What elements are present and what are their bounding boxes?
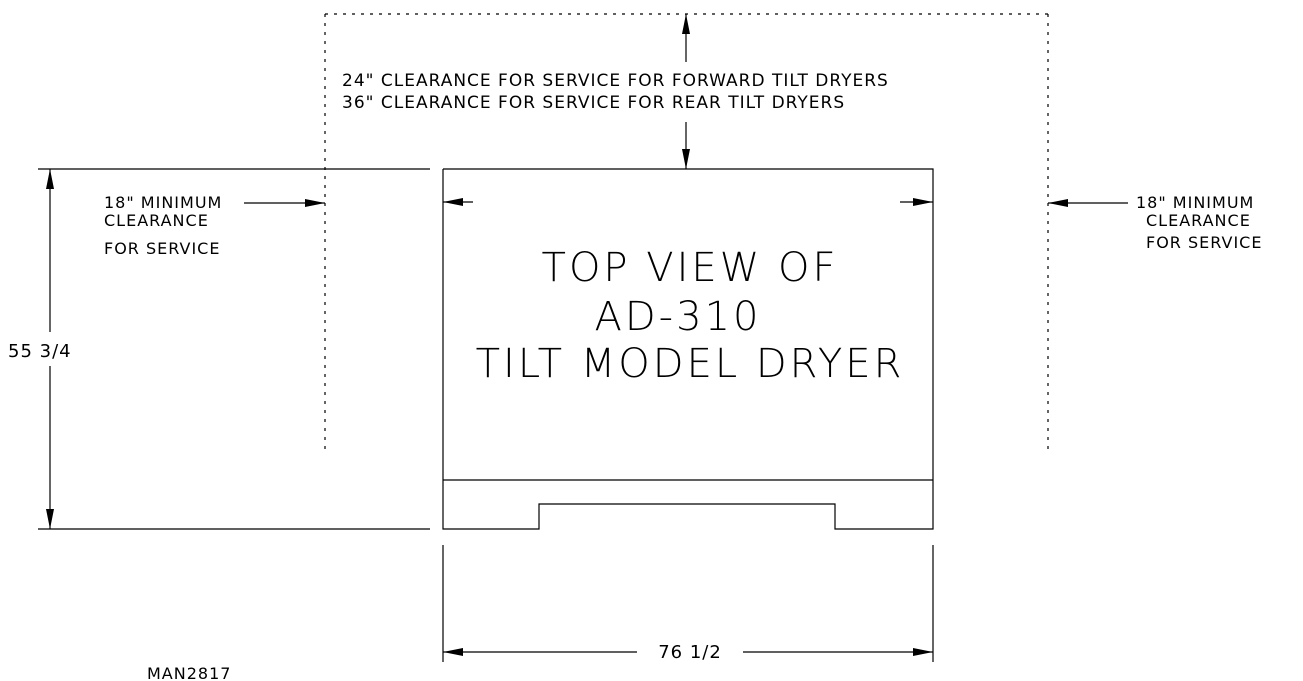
down-arrow-icon [46,509,54,529]
depth-dimension-label: 55 3/4 [8,341,72,362]
clearance-left-line3: FOR SERVICE [104,239,220,258]
title-line1: TOP VIEW OF [542,245,839,291]
clearance-top-line1: 24" CLEARANCE FOR SERVICE FOR FORWARD TI… [342,71,889,91]
depth-dimension [38,168,430,530]
down-arrow-icon [682,149,690,169]
clearance-left-line1: 18" MINIMUM [104,193,222,212]
title-line3: TILT MODEL DRYER [476,341,905,387]
clearance-right-line1: 18" MINIMUM [1136,193,1254,212]
right-arrow-icon [913,648,933,656]
up-arrow-icon [46,169,54,189]
top-clearance-dimension [682,14,690,169]
drawing-number: MAN2817 [147,664,231,681]
clearance-right-line3: FOR SERVICE [1146,233,1262,252]
clearance-top-line2: 36" CLEARANCE FOR SERVICE FOR REAR TILT … [342,93,845,113]
dryer-outline [442,168,934,530]
right-clearance-arrow-icon [1048,199,1068,207]
right-arrow-icon [913,198,933,206]
width-dimension-label: 76 1/2 [658,642,722,663]
clearance-left-line2: CLEARANCE [104,211,209,230]
inner-clearance-arrows [443,198,933,206]
clearance-right-line2: CLEARANCE [1146,211,1251,230]
title-line2: AD-310 [595,294,762,340]
left-arrow-icon [443,648,463,656]
dryer-body-outline [442,168,934,530]
up-arrow-icon [682,14,690,34]
left-arrow-icon [443,198,463,206]
left-clearance-arrow-icon [305,199,325,207]
width-dimension [442,545,934,662]
